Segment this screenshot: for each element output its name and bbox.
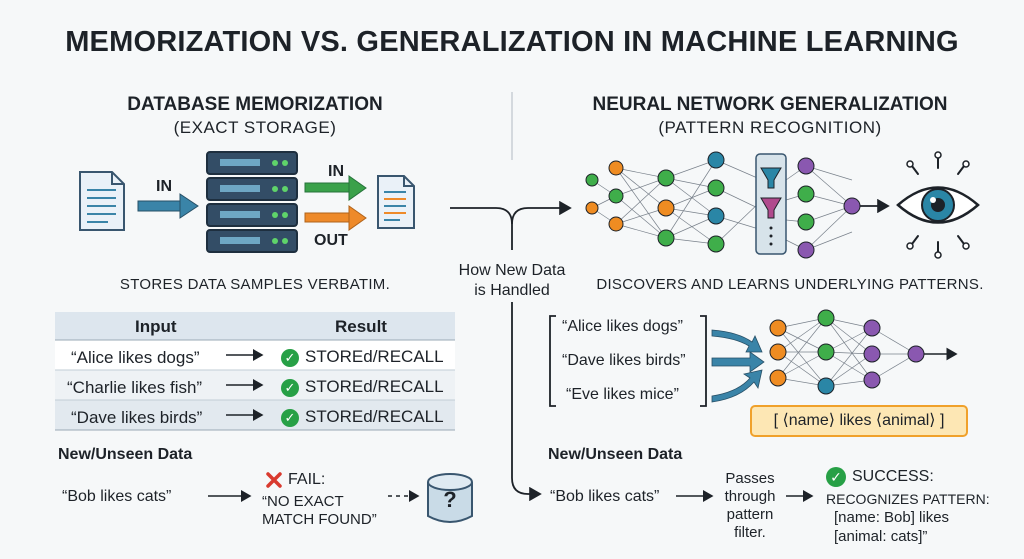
example-item: “Alice likes dogs” — [562, 318, 683, 335]
check-icon: ✓ — [281, 348, 299, 367]
memorization-table: Input Result “Alice likes dogs” ✓STOREd/… — [55, 312, 455, 432]
right-subheading: (PATTERN RECOGNITION) — [658, 118, 882, 137]
fail-x-icon — [266, 472, 282, 488]
right-caption: DISCOVERS AND LEARNS UNDERLYING PATTERNS… — [596, 276, 984, 293]
neural-network-top — [585, 151, 890, 259]
server-icon — [206, 151, 298, 253]
question-mark-icon: ? — [443, 487, 457, 512]
row-result: ✓STOREd/RECALL — [281, 377, 444, 397]
fail-label: FAIL: — [288, 471, 326, 488]
in-green-arrow-icon — [304, 175, 367, 201]
right-unseen-label: New/Unseen Data — [548, 446, 683, 463]
in-label-2: IN — [328, 163, 344, 180]
table-row: “Dave likes birds” ✓STOREd/RECALL — [55, 402, 455, 432]
example-item: “Dave likes birds” — [562, 352, 686, 369]
table-header: Input Result — [55, 312, 455, 342]
left-bracket — [549, 315, 556, 407]
out-label: OUT — [314, 232, 348, 249]
header-input: Input — [135, 317, 177, 336]
left-unseen-input: “Bob likes cats” — [62, 488, 172, 505]
fail-message-2: MATCH FOUND” — [262, 511, 377, 528]
passes-line-2: through — [724, 488, 776, 505]
check-icon: ✓ — [281, 378, 299, 397]
example-item: “Eve likes mice” — [566, 386, 679, 403]
row-input: “Charlie likes fish” — [67, 378, 203, 397]
database-icon — [427, 473, 473, 523]
table-row: “Alice likes dogs” ✓STOREd/RECALL — [55, 342, 455, 372]
in-label: IN — [156, 178, 172, 195]
success-line-1: RECOGNIZES PATTERN: — [826, 491, 990, 507]
left-caption: STORES DATA SAMPLES VERBATIM. — [119, 276, 391, 293]
funnel-icon-2 — [760, 197, 782, 219]
center-label-2: is Handled — [445, 282, 579, 300]
pattern-template-box: [ ⟨name⟩ likes ⟨animal⟩ ] — [750, 405, 968, 437]
left-unseen-label: New/Unseen Data — [58, 446, 193, 463]
success-line-2: [name: Bob] likes — [834, 509, 950, 526]
funnel-icon — [760, 167, 782, 189]
right-bracket — [700, 315, 707, 407]
example-arrows — [711, 329, 765, 403]
in-arrow-icon — [137, 193, 199, 219]
left-subheading: (EXACT STORAGE) — [173, 118, 337, 137]
passes-line-3: pattern — [726, 506, 774, 523]
success-check-icon: ✓ — [826, 467, 846, 487]
check-icon: ✓ — [281, 408, 299, 427]
success-line-3: [animal: cats]” — [834, 528, 928, 545]
table-row: “Charlie likes fish” ✓STOREd/RECALL — [55, 372, 455, 402]
stored-document-icon — [377, 175, 415, 229]
out-orange-arrow-icon — [304, 205, 367, 231]
neural-network-bottom — [769, 309, 958, 395]
row-result: ✓STOREd/RECALL — [281, 347, 444, 367]
row-result: ✓STOREd/RECALL — [281, 407, 444, 427]
right-heading: NEURAL NETWORK GENERALIZATION — [592, 94, 948, 115]
row-input: “Alice likes dogs” — [71, 348, 200, 367]
row-input: “Dave likes birds” — [71, 408, 203, 427]
table-header-bg — [55, 312, 455, 340]
page-title: MEMORIZATION VS. GENERALIZATION IN MACHI… — [65, 26, 959, 58]
right-unseen-input: “Bob likes cats” — [550, 488, 660, 505]
fail-message-1: “NO EXACT — [262, 493, 344, 510]
eye-icon — [896, 151, 980, 259]
header-result: Result — [335, 317, 387, 336]
center-flow-lines — [450, 200, 572, 502]
success-heading: ✓SUCCESS: — [826, 467, 934, 487]
document-icon — [79, 171, 125, 231]
passes-line-4: filter. — [734, 524, 766, 541]
left-heading: DATABASE MEMORIZATION — [127, 94, 383, 115]
passes-line-1: Passes — [725, 470, 775, 487]
center-label-1: How New Data — [445, 262, 579, 280]
